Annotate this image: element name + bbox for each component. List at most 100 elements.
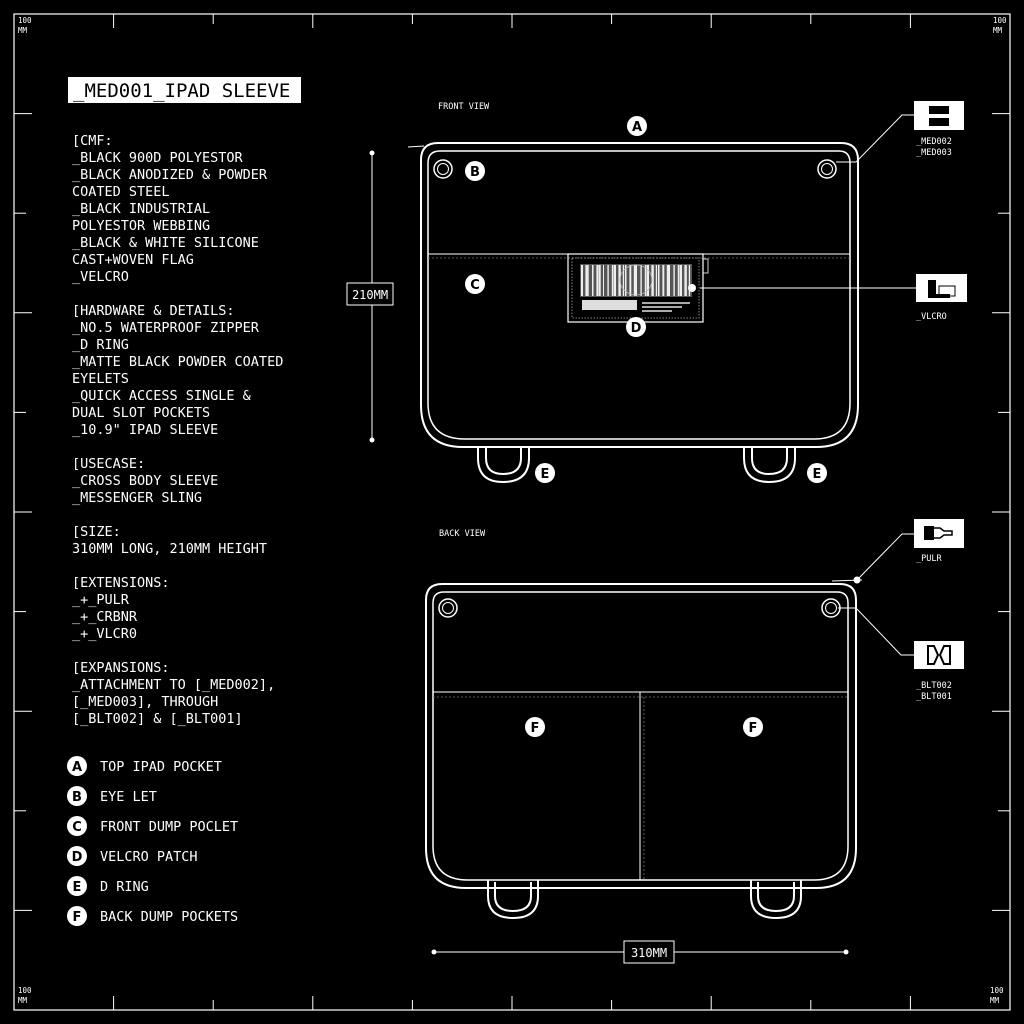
legend-key: D	[72, 850, 83, 865]
spec-line: [_MED003], THROUGH	[72, 694, 218, 710]
eyelet	[821, 598, 841, 618]
front-view-drawing	[407, 142, 859, 484]
spec-line: POLYESTOR WEBBING	[72, 218, 210, 234]
spec-line: _NO.5 WATERPROOF ZIPPER	[72, 320, 260, 336]
length-label: 310MM	[631, 946, 667, 960]
legend-key: B	[72, 790, 82, 805]
spec-line: [USECASE:	[72, 456, 145, 472]
d-ring	[487, 880, 539, 920]
spec-line: _D RING	[72, 337, 129, 353]
legend-label: VELCRO PATCH	[100, 849, 198, 865]
svg-text:A: A	[632, 120, 642, 135]
front-view-label: FRONT VIEW	[438, 102, 490, 112]
corner-label: 100	[18, 16, 32, 25]
spec-line: [HARDWARE & DETAILS:	[72, 303, 235, 319]
spec-line: _BLACK & WHITE SILICONE	[72, 235, 259, 251]
spec-line: _MESSENGER SLING	[72, 490, 202, 506]
spec-line: COATED STEEL	[72, 184, 170, 200]
spec-line: _+_PULR	[72, 592, 130, 608]
svg-text:F: F	[749, 721, 758, 736]
spec-text: [CMF:_BLACK 900D POLYESTOR_BLACK ANODIZE…	[72, 133, 283, 727]
legend-item: E D RING	[67, 876, 149, 896]
legend-label: EYE LET	[100, 789, 157, 805]
d-ring	[743, 447, 796, 484]
legend-item: D VELCRO PATCH	[67, 846, 198, 866]
marker-c: C	[465, 274, 485, 294]
svg-text:C: C	[470, 278, 480, 293]
marker-b: B	[465, 161, 485, 181]
eyelet	[817, 159, 837, 179]
legend-label: TOP IPAD POCKET	[100, 759, 222, 775]
spec-line: [EXPANSIONS:	[72, 660, 170, 676]
spec-line: _MATTE BLACK POWDER COATED	[72, 354, 283, 370]
legend-item: C FRONT DUMP POCLET	[67, 816, 238, 836]
d-ring	[477, 447, 530, 484]
marker-f: F	[743, 717, 763, 737]
marker-d: D	[626, 317, 646, 337]
marker-a: A	[627, 116, 647, 136]
callout-label: _VLCRO	[916, 312, 947, 322]
legend-key: F	[73, 910, 82, 925]
legend-marker	[67, 846, 87, 866]
svg-text:F: F	[531, 721, 540, 736]
spec-line: 310MM LONG, 210MM HEIGHT	[72, 541, 267, 557]
marker-e: E	[535, 463, 555, 483]
spec-line: _BLACK 900D POLYESTOR	[72, 150, 244, 166]
length-dimension: 310MM	[431, 940, 849, 964]
svg-text:E: E	[813, 467, 822, 482]
eyelet	[438, 598, 458, 618]
spec-line: [EXTENSIONS:	[72, 575, 170, 591]
legend-item: F BACK DUMP POCKETS	[67, 906, 238, 926]
legend-key: E	[73, 880, 82, 895]
spec-line: [_BLT002] & [_BLT001]	[72, 711, 243, 727]
callout-label: _BLT002	[916, 681, 952, 691]
legend-item: B EYE LET	[67, 786, 157, 806]
callout-label: _MED003	[916, 148, 952, 158]
callout-pulr: _PULR	[853, 519, 964, 584]
callout-blt: _BLT002 _BLT001	[838, 607, 964, 702]
legend-marker	[67, 876, 87, 896]
spec-line: _CROSS BODY SLEEVE	[72, 473, 218, 489]
corner-label: 100	[993, 16, 1007, 25]
svg-text:E: E	[541, 467, 550, 482]
legend-marker	[67, 756, 87, 776]
spec-line: _ATTACHMENT TO [_MED002],	[72, 677, 275, 693]
legend-key: C	[72, 820, 82, 835]
spec-line: CAST+WOVEN FLAG	[72, 252, 194, 268]
callout-label: _MED002	[916, 137, 952, 147]
d-ring	[750, 880, 802, 920]
marker-f: F	[525, 717, 545, 737]
corner-label: 100	[990, 986, 1004, 995]
spec-line: [CMF:	[72, 133, 113, 149]
callout-label: _BLT001	[916, 692, 952, 702]
corner-label: 100	[18, 986, 32, 995]
legend-label: FRONT DUMP POCLET	[100, 819, 238, 835]
legend-label: D RING	[100, 879, 149, 895]
spec-line: EYELETS	[72, 371, 129, 387]
spec-line: _BLACK INDUSTRIAL	[72, 201, 210, 217]
page-title: _MED001_IPAD SLEEVE	[73, 80, 290, 102]
corner-label: MM	[993, 26, 1003, 35]
svg-text:B: B	[470, 165, 480, 180]
svg-text:D: D	[631, 321, 642, 336]
back-view-drawing	[425, 579, 863, 920]
frame-border: 100 MM 100 MM 100 MM 100 MM	[13, 13, 1011, 1011]
height-dimension: 210MM	[346, 150, 394, 443]
spec-line: _BLACK ANODIZED & POWDER	[72, 167, 268, 183]
title-box	[68, 77, 301, 103]
legend-marker	[67, 786, 87, 806]
velcro-patch	[567, 253, 709, 323]
legend-label: BACK DUMP POCKETS	[100, 909, 238, 925]
legend-marker	[67, 906, 87, 926]
spec-line: [SIZE:	[72, 524, 121, 540]
eyelet	[433, 159, 453, 179]
legend-marker	[67, 816, 87, 836]
spec-line: _VELCRO	[72, 269, 129, 285]
callout-velcro: _VLCRO	[688, 274, 967, 322]
corner-label: MM	[990, 996, 1000, 1005]
spec-line: _+_CRBNR	[72, 609, 138, 625]
callout-label: _PULR	[916, 554, 942, 564]
